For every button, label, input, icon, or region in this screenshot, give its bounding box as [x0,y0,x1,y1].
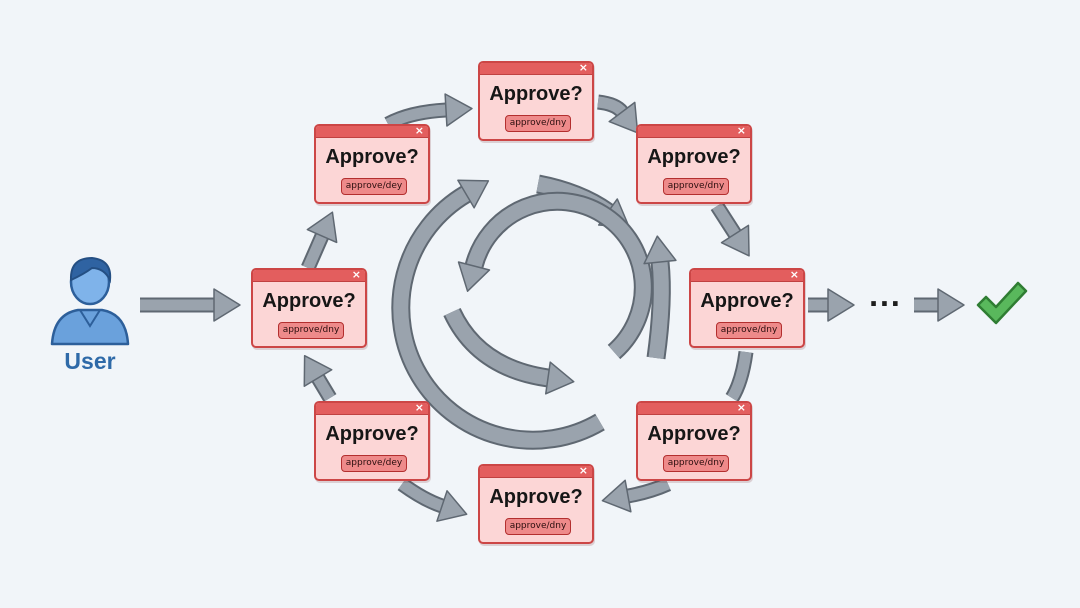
approval-dialog-top-right: × Approve? approve/dny [636,124,752,204]
loop-arrow-inner-lower [443,307,575,395]
approve-deny-button[interactable]: approve/dny [716,322,782,339]
close-icon[interactable]: × [414,401,424,414]
user-actor: User [48,252,132,384]
approve-deny-button[interactable]: approve/dny [663,178,729,195]
dialog-question: Approve? [700,290,794,312]
arrow-bottom-right-to-bottom [601,477,672,513]
arrow-top-left-to-top [384,93,473,131]
arrow-top-right-to-right [710,201,750,257]
user-icon [50,256,130,346]
dialog-question: Approve? [489,486,583,508]
approval-dialog-right: × Approve? approve/dny [689,268,805,348]
dialog-titlebar [480,466,592,478]
approve-deny-button[interactable]: approve/dny [505,518,571,535]
close-icon[interactable]: × [578,61,588,74]
close-icon[interactable]: × [414,124,424,137]
dialog-titlebar [638,403,750,415]
approve-deny-button[interactable]: approve/dny [505,115,571,132]
approval-dialog-left: × Approve? approve/dny [251,268,367,348]
dialog-titlebar [316,126,428,138]
approval-dialog-top-left: × Approve? approve/dey [314,124,430,204]
continuation-ellipsis: ... [868,283,902,313]
loop-arrow-right [643,235,677,360]
dialog-question: Approve? [489,83,583,105]
approve-deny-button[interactable]: approve/dny [278,322,344,339]
dialog-question: Approve? [262,290,356,312]
checkmark-icon [976,281,1028,325]
arrow-bottom-left-to-bottom [397,477,468,522]
dialog-titlebar [253,270,365,282]
approval-dialog-bottom: × Approve? approve/dny [478,464,594,544]
arrow-left-to-top-left [301,211,338,272]
dialog-question: Approve? [325,423,419,445]
arrow-right-to-bottom-right [725,350,754,402]
approval-dialog-bottom-right: × Approve? approve/dny [636,401,752,481]
approval-dialog-bottom-left: × Approve? approve/dey [314,401,430,481]
dialog-titlebar [316,403,428,415]
close-icon[interactable]: × [736,124,746,137]
close-icon[interactable]: × [736,401,746,414]
close-icon[interactable]: × [578,464,588,477]
close-icon[interactable]: × [789,268,799,281]
dialog-titlebar [691,270,803,282]
dialog-question: Approve? [647,423,741,445]
arrow-bottom-left-to-left [303,354,337,402]
arrow-top-to-top-right [597,94,639,134]
approve-deny-button[interactable]: approve/dey [341,455,407,472]
loop-arrow-outer-left [391,179,605,450]
approve-deny-button[interactable]: approve/dny [663,455,729,472]
dialog-question: Approve? [647,146,741,168]
dialog-titlebar [638,126,750,138]
dialog-titlebar [480,63,592,75]
loop-arrow-inner [457,191,653,360]
close-icon[interactable]: × [351,268,361,281]
user-label: User [64,348,116,374]
dialog-question: Approve? [325,146,419,168]
approve-deny-button[interactable]: approve/dey [341,178,407,195]
approval-dialog-top: × Approve? approve/dny [478,61,594,141]
